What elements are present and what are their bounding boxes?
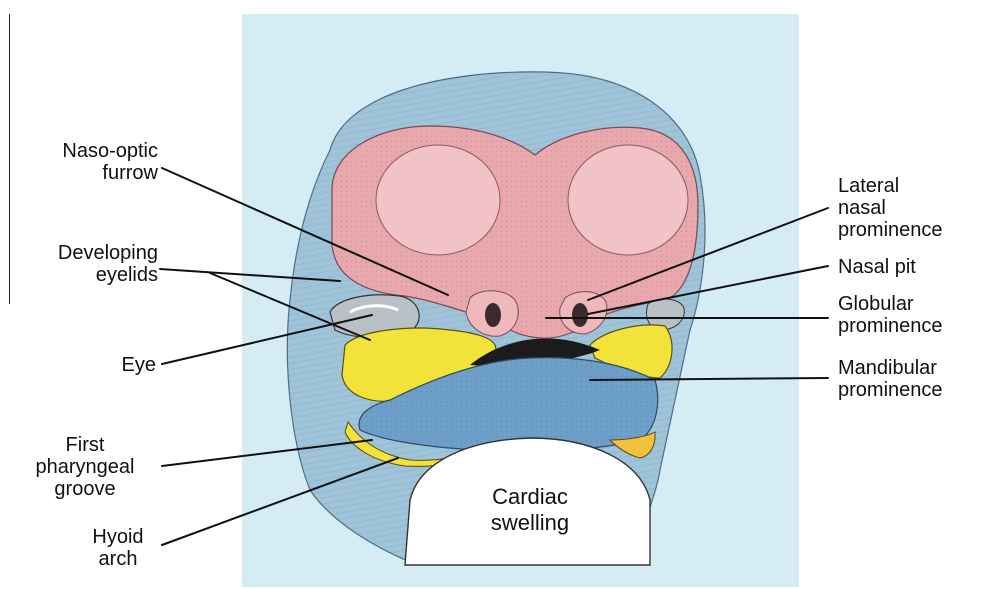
label-nasal-pit: Nasal pit <box>838 256 978 278</box>
label-naso-optic-furrow-line1: Naso-optic <box>10 140 158 162</box>
label-nasal-pit-line1: Nasal pit <box>838 256 978 278</box>
label-naso-optic-furrow: Naso-optic furrow <box>10 140 158 184</box>
label-developing-eyelids: Developing eyelids <box>6 242 158 286</box>
label-hyoid-arch-line1: Hyoid <box>78 526 158 548</box>
left-nasal-pit <box>485 303 501 327</box>
label-mandibular-line2: prominence <box>838 379 988 401</box>
right-nasal-pit <box>572 303 588 327</box>
label-cardiac-line1: Cardiac <box>470 484 590 510</box>
label-first-groove-line2: pharyngeal <box>10 456 160 478</box>
label-globular-line1: Globular <box>838 293 988 315</box>
label-developing-eyelids-line2: eyelids <box>6 264 158 286</box>
label-first-groove-line1: First <box>10 434 160 456</box>
label-first-groove-line3: groove <box>10 478 160 500</box>
label-lateral-nasal-prominence: Lateral nasal prominence <box>838 175 988 241</box>
label-mandibular-line1: Mandibular <box>838 357 988 379</box>
label-cardiac-line2: swelling <box>470 510 590 536</box>
label-developing-eyelids-line1: Developing <box>6 242 158 264</box>
right-forehead-bulge <box>568 145 688 255</box>
label-lateral-nasal-line3: prominence <box>838 219 988 241</box>
label-cardiac-swelling: Cardiac swelling <box>470 484 590 536</box>
left-forehead-bulge <box>376 145 500 255</box>
label-hyoid-arch: Hyoid arch <box>78 526 158 570</box>
label-hyoid-arch-line2: arch <box>78 548 158 570</box>
label-eye: Eye <box>60 354 156 376</box>
label-lateral-nasal-line1: Lateral <box>838 175 988 197</box>
label-lateral-nasal-line2: nasal <box>838 197 988 219</box>
label-naso-optic-furrow-line2: furrow <box>10 162 158 184</box>
label-globular-line2: prominence <box>838 315 988 337</box>
label-mandibular-prominence: Mandibular prominence <box>838 357 988 401</box>
label-first-pharyngeal-groove: First pharyngeal groove <box>10 434 160 500</box>
label-eye-line1: Eye <box>60 354 156 376</box>
label-globular-prominence: Globular prominence <box>838 293 988 337</box>
